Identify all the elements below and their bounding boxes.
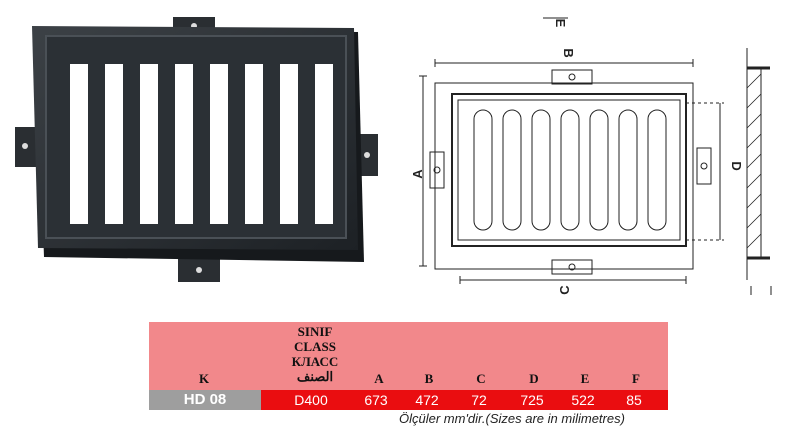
class-line-tr: SINIF	[297, 324, 333, 339]
value-a: 673	[364, 392, 388, 408]
class-header: SINIF CLASS КЛАСС الصنف	[261, 324, 369, 384]
col-f-header: F	[632, 371, 640, 386]
class-line-ar: الصنف	[296, 369, 334, 384]
value-e: 522	[571, 392, 595, 408]
dim-label-c: C	[557, 285, 572, 295]
value-b: 472	[415, 392, 439, 408]
spec-table: K SINIF CLASS КЛАСС الصنف A B C D E F HD…	[149, 322, 668, 410]
class-value: D400	[294, 392, 328, 408]
table-row: HD 08 D400 673 472 72 725 522 85	[149, 390, 668, 410]
technical-drawing: A B C D E	[410, 17, 772, 295]
units-footnote: Ölçüler mm'dir.(Sizes are in milimetres)	[399, 411, 625, 426]
model-cell: HD 08	[149, 390, 261, 410]
class-line-en: CLASS	[294, 339, 336, 354]
grate-product-image	[15, 17, 378, 282]
col-d-header: D	[529, 371, 539, 386]
value-c: 72	[471, 392, 487, 408]
col-k-header: K	[198, 371, 210, 386]
col-b-header: B	[424, 371, 434, 386]
value-d: 725	[520, 392, 544, 408]
dim-label-e: E	[553, 19, 568, 28]
dim-label-b: B	[561, 48, 576, 57]
value-strip: D400 673 472 72 725 522 85	[261, 390, 668, 410]
col-a-header: A	[374, 371, 384, 386]
col-e-header: E	[580, 371, 590, 386]
dim-label-d: D	[729, 161, 744, 170]
dim-label-a: A	[410, 169, 425, 179]
value-f: 85	[626, 392, 642, 408]
table-header: K SINIF CLASS КЛАСС الصنف A B C D E F	[149, 322, 668, 390]
col-c-header: C	[476, 371, 486, 386]
class-line-ru: КЛАСС	[291, 354, 339, 369]
